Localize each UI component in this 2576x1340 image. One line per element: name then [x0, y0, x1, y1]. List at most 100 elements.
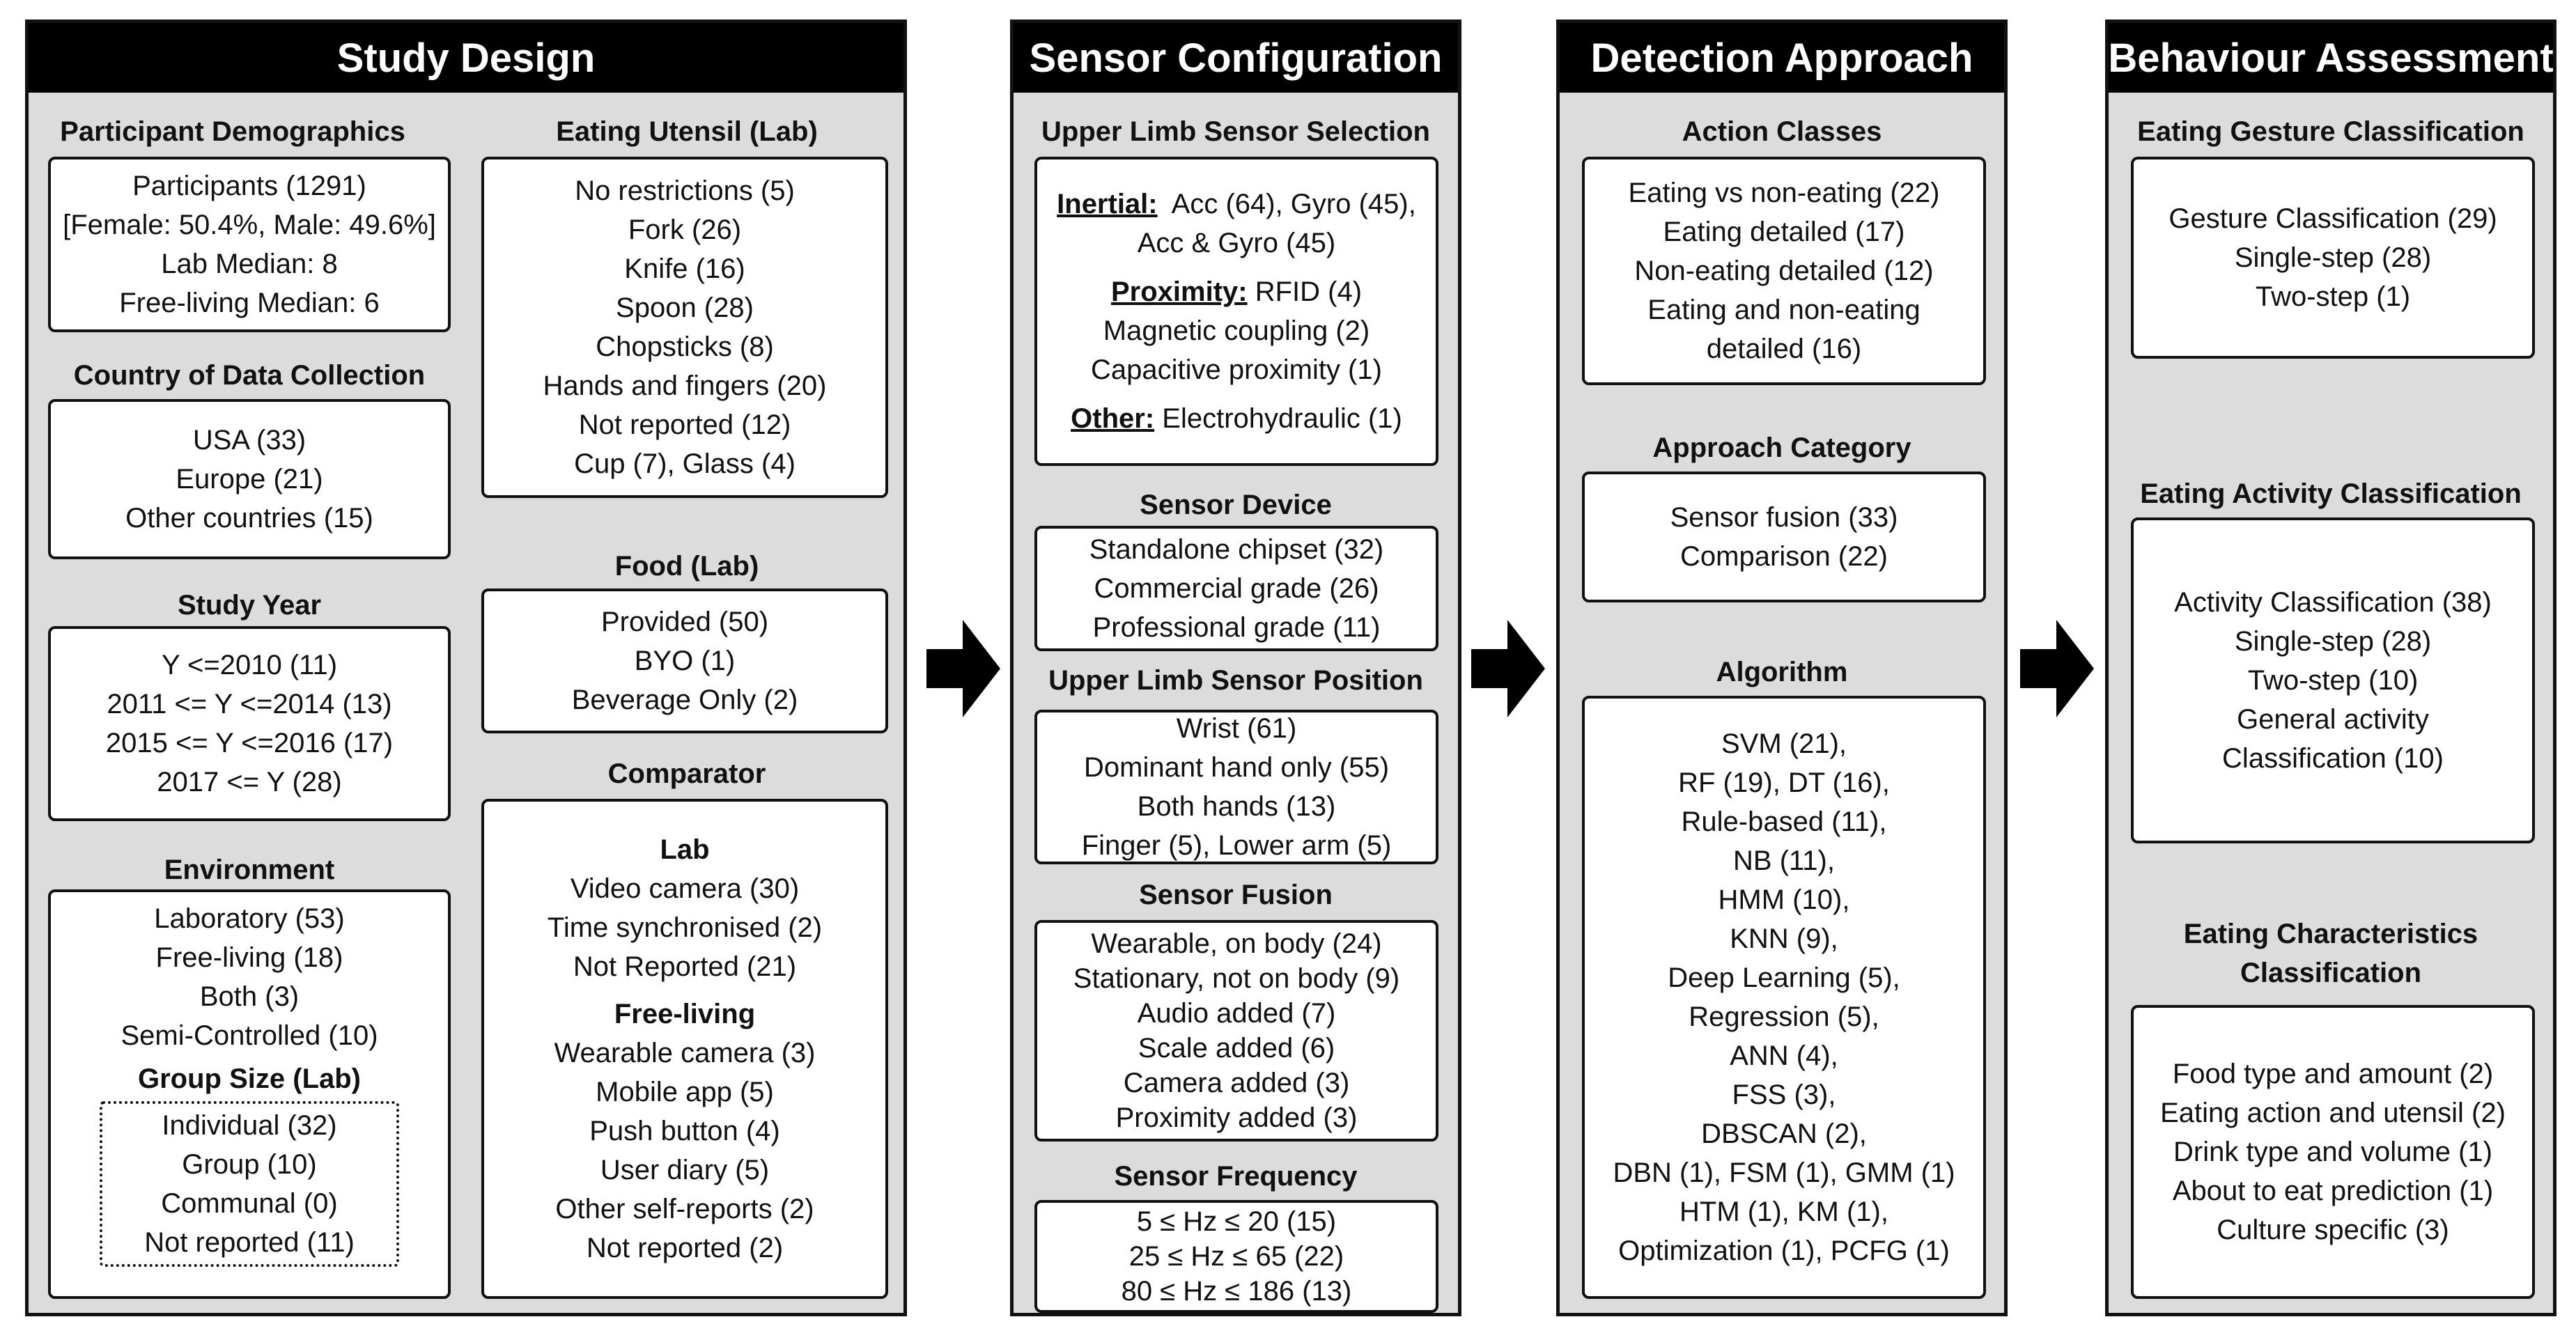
activity-line: Activity Classification (38): [2174, 587, 2492, 618]
utensil-line: Chopsticks (8): [596, 332, 774, 362]
algorithm-line: ANN (4),: [1730, 1041, 1838, 1071]
proximity-line-3: Capacitive proximity (1): [1091, 355, 1382, 385]
comparator-lab-line: Time synchronised (2): [547, 912, 823, 943]
group-size-title: Group Size (Lab): [138, 1064, 361, 1094]
algorithm-line: HTM (1), KM (1),: [1679, 1197, 1888, 1227]
comparator-title: Comparator: [607, 758, 766, 789]
proximity-line-2: Magnetic coupling (2): [1103, 315, 1370, 346]
algorithm-line: FSS (3),: [1732, 1080, 1836, 1110]
algorithm-title: Algorithm: [1716, 657, 1848, 687]
activity-line: Two-step (10): [2247, 665, 2419, 696]
characteristics-line: About to eat prediction (1): [2172, 1176, 2494, 1206]
action-class-line: Non-eating detailed (12): [1634, 256, 1934, 286]
comparator-free-line: Other self-reports (2): [555, 1194, 814, 1224]
group-size-line: Individual (32): [162, 1110, 337, 1141]
eating-utensil-title: Eating Utensil (Lab): [556, 116, 818, 147]
characteristics-line: Culture specific (3): [2217, 1215, 2449, 1245]
characteristics-title: Eating Characteristics: [2183, 919, 2478, 949]
sensor-position-line: Both hands (13): [1137, 791, 1336, 822]
study-design-title: Study Design: [29, 23, 903, 93]
gesture-line: Single-step (28): [2234, 242, 2432, 273]
study-year-box: Y <=2010 (11) 2011 <= Y <=2014 (13) 2015…: [48, 626, 451, 821]
sensor-fusion-line: Proximity added (3): [1115, 1103, 1358, 1133]
behaviour-assessment-panel: Behaviour Assessment Eating Gesture Clas…: [2105, 20, 2556, 1316]
sensor-position-line: Dominant hand only (55): [1083, 752, 1390, 783]
action-class-line: Eating and non-eating: [1647, 295, 1921, 325]
proximity-label: Proximity:: [1110, 276, 1248, 307]
sensor-frequency-title: Sensor Frequency: [1114, 1161, 1358, 1192]
algorithm-line: Optimization (1), PCFG (1): [1618, 1236, 1950, 1266]
group-size-box: Individual (32) Group (10) Communal (0) …: [100, 1101, 399, 1267]
action-classes-title: Action Classes: [1682, 116, 1882, 147]
sensor-fusion-line: Wearable, on body (24): [1091, 928, 1382, 959]
sensor-fusion-line: Audio added (7): [1137, 998, 1336, 1029]
utensil-line: Fork (26): [628, 215, 742, 245]
participants-count: Participants (1291): [132, 171, 366, 201]
characteristics-line: Eating action and utensil (2): [2160, 1098, 2506, 1128]
other-label: Other:: [1071, 403, 1155, 434]
sensor-configuration-title: Sensor Configuration: [1014, 23, 1458, 93]
action-class-line: detailed (16): [1706, 334, 1862, 364]
sensor-position-title: Upper Limb Sensor Position: [1048, 665, 1423, 696]
inertial-text: Acc (64), Gyro (45),: [1171, 189, 1416, 219]
algorithm-line: HMM (10),: [1718, 885, 1850, 915]
utensil-line: Hands and fingers (20): [543, 371, 827, 401]
sensor-position-line: Finger (5), Lower arm (5): [1081, 830, 1392, 861]
algorithm-line: Regression (5),: [1689, 1002, 1879, 1032]
country-line: Other countries (15): [125, 503, 373, 533]
comparator-free-line: User diary (5): [600, 1155, 770, 1185]
gesture-line: Gesture Classification (29): [2168, 203, 2497, 234]
food-line: BYO (1): [634, 646, 736, 676]
sensor-device-box: Standalone chipset (32) Commercial grade…: [1034, 526, 1438, 651]
utensil-line: Not reported (12): [578, 410, 791, 440]
study-year-line: 2011 <= Y <=2014 (13): [107, 689, 392, 719]
sensor-fusion-box: Wearable, on body (24) Stationary, not o…: [1034, 920, 1438, 1142]
environment-box: Laboratory (53) Free-living (18) Both (3…: [48, 889, 451, 1299]
detection-approach-title: Detection Approach: [1560, 23, 2004, 93]
right-arrow-icon: [926, 620, 1000, 717]
group-size-line: Not reported (11): [144, 1227, 355, 1258]
sensor-frequency-line: 80 ≤ Hz ≤ 186 (13): [1121, 1276, 1352, 1307]
approach-category-line: Comparison (22): [1680, 541, 1888, 572]
sensor-frequency-line: 5 ≤ Hz ≤ 20 (15): [1136, 1206, 1337, 1237]
environment-title: Environment: [164, 855, 335, 885]
upper-limb-selection-box: Inertial: Acc (64), Gyro (45), Acc & Gyr…: [1034, 157, 1438, 466]
sensor-fusion-line: Stationary, not on body (9): [1073, 963, 1400, 994]
comparator-box: Lab Video camera (30) Time synchronised …: [481, 799, 888, 1299]
participants-lab-median: Lab Median: 8: [161, 249, 338, 279]
sensor-device-title: Sensor Device: [1140, 490, 1332, 520]
characteristics-line: Drink type and volume (1): [2173, 1137, 2492, 1167]
inertial-line-2: Acc & Gyro (45): [1137, 228, 1336, 258]
sensor-frequency-box: 5 ≤ Hz ≤ 20 (15) 25 ≤ Hz ≤ 65 (22) 80 ≤ …: [1034, 1200, 1438, 1313]
eating-utensil-box: No restrictions (5) Fork (26) Knife (16)…: [481, 157, 888, 498]
environment-line: Semi-Controlled (10): [121, 1020, 378, 1051]
comparator-free-line: Mobile app (5): [596, 1077, 774, 1107]
algorithm-line: DBSCAN (2),: [1701, 1119, 1867, 1149]
comparator-lab-line: Video camera (30): [570, 873, 800, 904]
food-box: Provided (50) BYO (1) Beverage Only (2): [481, 589, 888, 733]
activity-line: Classification (10): [2222, 743, 2444, 774]
study-year-line: 2015 <= Y <=2016 (17): [105, 728, 394, 758]
sensor-fusion-line: Camera added (3): [1123, 1068, 1350, 1098]
detection-approach-panel: Detection Approach Action Classes Eating…: [1556, 20, 2008, 1316]
comparator-free-line: Push button (4): [589, 1116, 780, 1146]
participants-free-median: Free-living Median: 6: [119, 288, 380, 318]
algorithm-line: SVM (21),: [1721, 729, 1847, 759]
proximity-line: Proximity: RFID (4): [1111, 272, 1362, 311]
gesture-line: Two-step (1): [2255, 281, 2411, 312]
characteristics-line: Food type and amount (2): [2172, 1059, 2494, 1089]
environment-line: Both (3): [199, 981, 300, 1012]
gesture-classification-title: Eating Gesture Classification: [2137, 116, 2524, 147]
country-line: USA (33): [192, 425, 307, 455]
activity-classification-title: Eating Activity Classification: [2140, 478, 2522, 509]
algorithm-line: KNN (9),: [1730, 924, 1838, 954]
group-size-line: Communal (0): [161, 1188, 338, 1219]
comparator-free-line: Wearable camera (3): [554, 1038, 816, 1068]
activity-line: Single-step (28): [2234, 626, 2432, 657]
other-text: Electrohydraulic (1): [1162, 403, 1402, 434]
country-line: Europe (21): [176, 464, 323, 494]
sensor-device-line: Professional grade (11): [1092, 612, 1381, 643]
inertial-line: Inertial: Acc (64), Gyro (45),: [1057, 185, 1416, 224]
right-arrow-icon: [2020, 620, 2094, 717]
food-line: Provided (50): [600, 607, 769, 637]
